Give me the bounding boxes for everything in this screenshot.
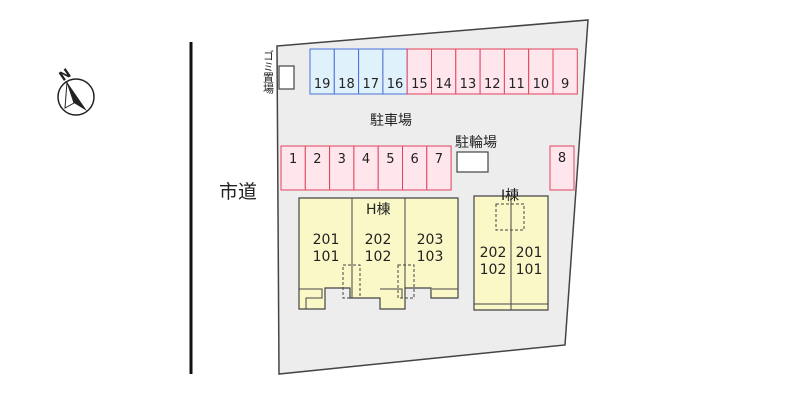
parking-space-5-box [377, 145, 404, 191]
parking-space-16-box [382, 48, 408, 95]
parking-space-13: 13 [455, 48, 481, 95]
garbage-label: ゴミ置場 [262, 49, 275, 95]
parking-space-4-label: 4 [362, 152, 370, 167]
parking-space-14: 14 [431, 48, 457, 95]
building-i-label: I棟 [501, 188, 519, 204]
parking-space-8: 8 [549, 145, 575, 191]
parking-space-4: 4 [353, 145, 379, 191]
parking-space-2-box [304, 145, 331, 191]
parking-space-11-box [503, 48, 530, 95]
parking-space-7: 7 [426, 145, 452, 191]
parking-space-11: 11 [503, 48, 530, 95]
parking-space-14-box [431, 48, 457, 95]
h-unit-1-upper: 201 [313, 232, 340, 248]
parking-space-11-label: 11 [508, 77, 525, 92]
parking-space-8-label: 8 [558, 151, 566, 166]
parking-space-9-label: 9 [561, 77, 569, 92]
parking-space-1-label: 1 [289, 152, 297, 167]
bicycle-parking: 駐輪場 [455, 134, 497, 173]
building-h-recess-1 [299, 288, 323, 309]
garbage-box [278, 65, 295, 90]
parking-space-17-box [358, 48, 384, 95]
parking-space-19-box [309, 48, 335, 95]
parking-space-9-box [552, 48, 578, 95]
parking-space-3-label: 3 [338, 152, 346, 167]
parking-space-12-label: 12 [484, 77, 501, 92]
parking-space-3: 3 [329, 145, 355, 191]
parking-space-15-label: 15 [411, 77, 428, 92]
parking-top-row: 19 18 17 16 15 14 13 12 11 10 9 [309, 48, 578, 95]
parking-space-1-box [280, 145, 306, 191]
parking-space-1: 1 [280, 145, 306, 191]
parking-space-15: 15 [406, 48, 433, 95]
parking-space-6-box [402, 145, 428, 191]
parking-space-17-label: 17 [362, 77, 379, 92]
i-unit-1-lower: 102 [480, 262, 507, 278]
building-h-label: H棟 [366, 202, 391, 218]
i-unit-1-upper: 202 [480, 245, 507, 261]
building-i-entry [495, 203, 525, 231]
parking-space-18: 18 [333, 48, 360, 95]
parking-space-12-box [479, 48, 505, 95]
parking-space-10: 10 [528, 48, 554, 95]
parking-space-7-label: 7 [435, 152, 443, 167]
parking-space-7-box [426, 145, 452, 191]
building-h: H棟 201 101 202 102 203 103 [298, 197, 459, 310]
compass-needle [67, 82, 87, 111]
parking-space-6-label: 6 [411, 152, 419, 167]
parking-space-8-box [549, 145, 575, 191]
parking-space-13-label: 13 [460, 77, 477, 92]
h-unit-1-lower: 101 [313, 249, 340, 265]
parking-space-12: 12 [479, 48, 505, 95]
parking-space-2-label: 2 [313, 152, 321, 167]
garbage-area: ゴミ置場 [262, 49, 295, 95]
parking-space-5-label: 5 [386, 152, 394, 167]
h-unit-3-lower: 103 [417, 249, 444, 265]
building-i: I棟 202 102 201 101 [473, 188, 549, 311]
parking-space-18-box [333, 48, 360, 95]
building-h-entry-2 [397, 264, 415, 299]
parking-space-17: 17 [358, 48, 384, 95]
parking-space-3-box [329, 145, 355, 191]
parking-space-19: 19 [309, 48, 335, 95]
i-unit-2-lower: 101 [516, 262, 543, 278]
parking-space-18-label: 18 [338, 77, 355, 92]
i-unit-2-upper: 201 [516, 245, 543, 261]
road-label: 市道 [219, 181, 257, 203]
h-unit-2-upper: 202 [365, 232, 392, 248]
parking-label: 駐車場 [370, 112, 412, 129]
parking-space-4-box [353, 145, 379, 191]
parking-space-15-box [406, 48, 433, 95]
parking-space-19-label: 19 [314, 77, 331, 92]
parking-space-9: 9 [552, 48, 578, 95]
parking-space-2: 2 [304, 145, 331, 191]
parking-space-5: 5 [377, 145, 404, 191]
bicycle-box [456, 151, 489, 173]
parking-bottom-row: 1 2 3 4 5 6 7 [280, 145, 452, 191]
compass: N [57, 66, 95, 116]
h-unit-3-upper: 203 [417, 232, 444, 248]
h-unit-2-lower: 102 [365, 249, 392, 265]
parking-space-6: 6 [402, 145, 428, 191]
parking-space-16: 16 [382, 48, 408, 95]
parking-space-14-label: 14 [435, 77, 452, 92]
building-h-recess-2 [380, 288, 403, 298]
compass-needle-tail [64, 81, 75, 109]
bicycle-label: 駐輪場 [455, 134, 497, 151]
building-h-outline [298, 197, 459, 310]
parking-space-10-box [528, 48, 554, 95]
parking-space-10-label: 10 [533, 77, 550, 92]
parking-space-16-label: 16 [387, 77, 404, 92]
